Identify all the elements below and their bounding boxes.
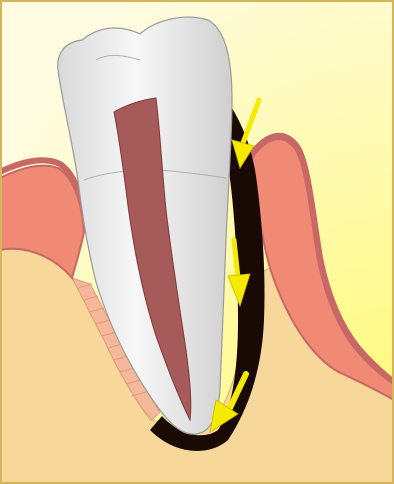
periodontal-pocket-diagram [0,0,394,484]
diagram-canvas [0,0,394,484]
